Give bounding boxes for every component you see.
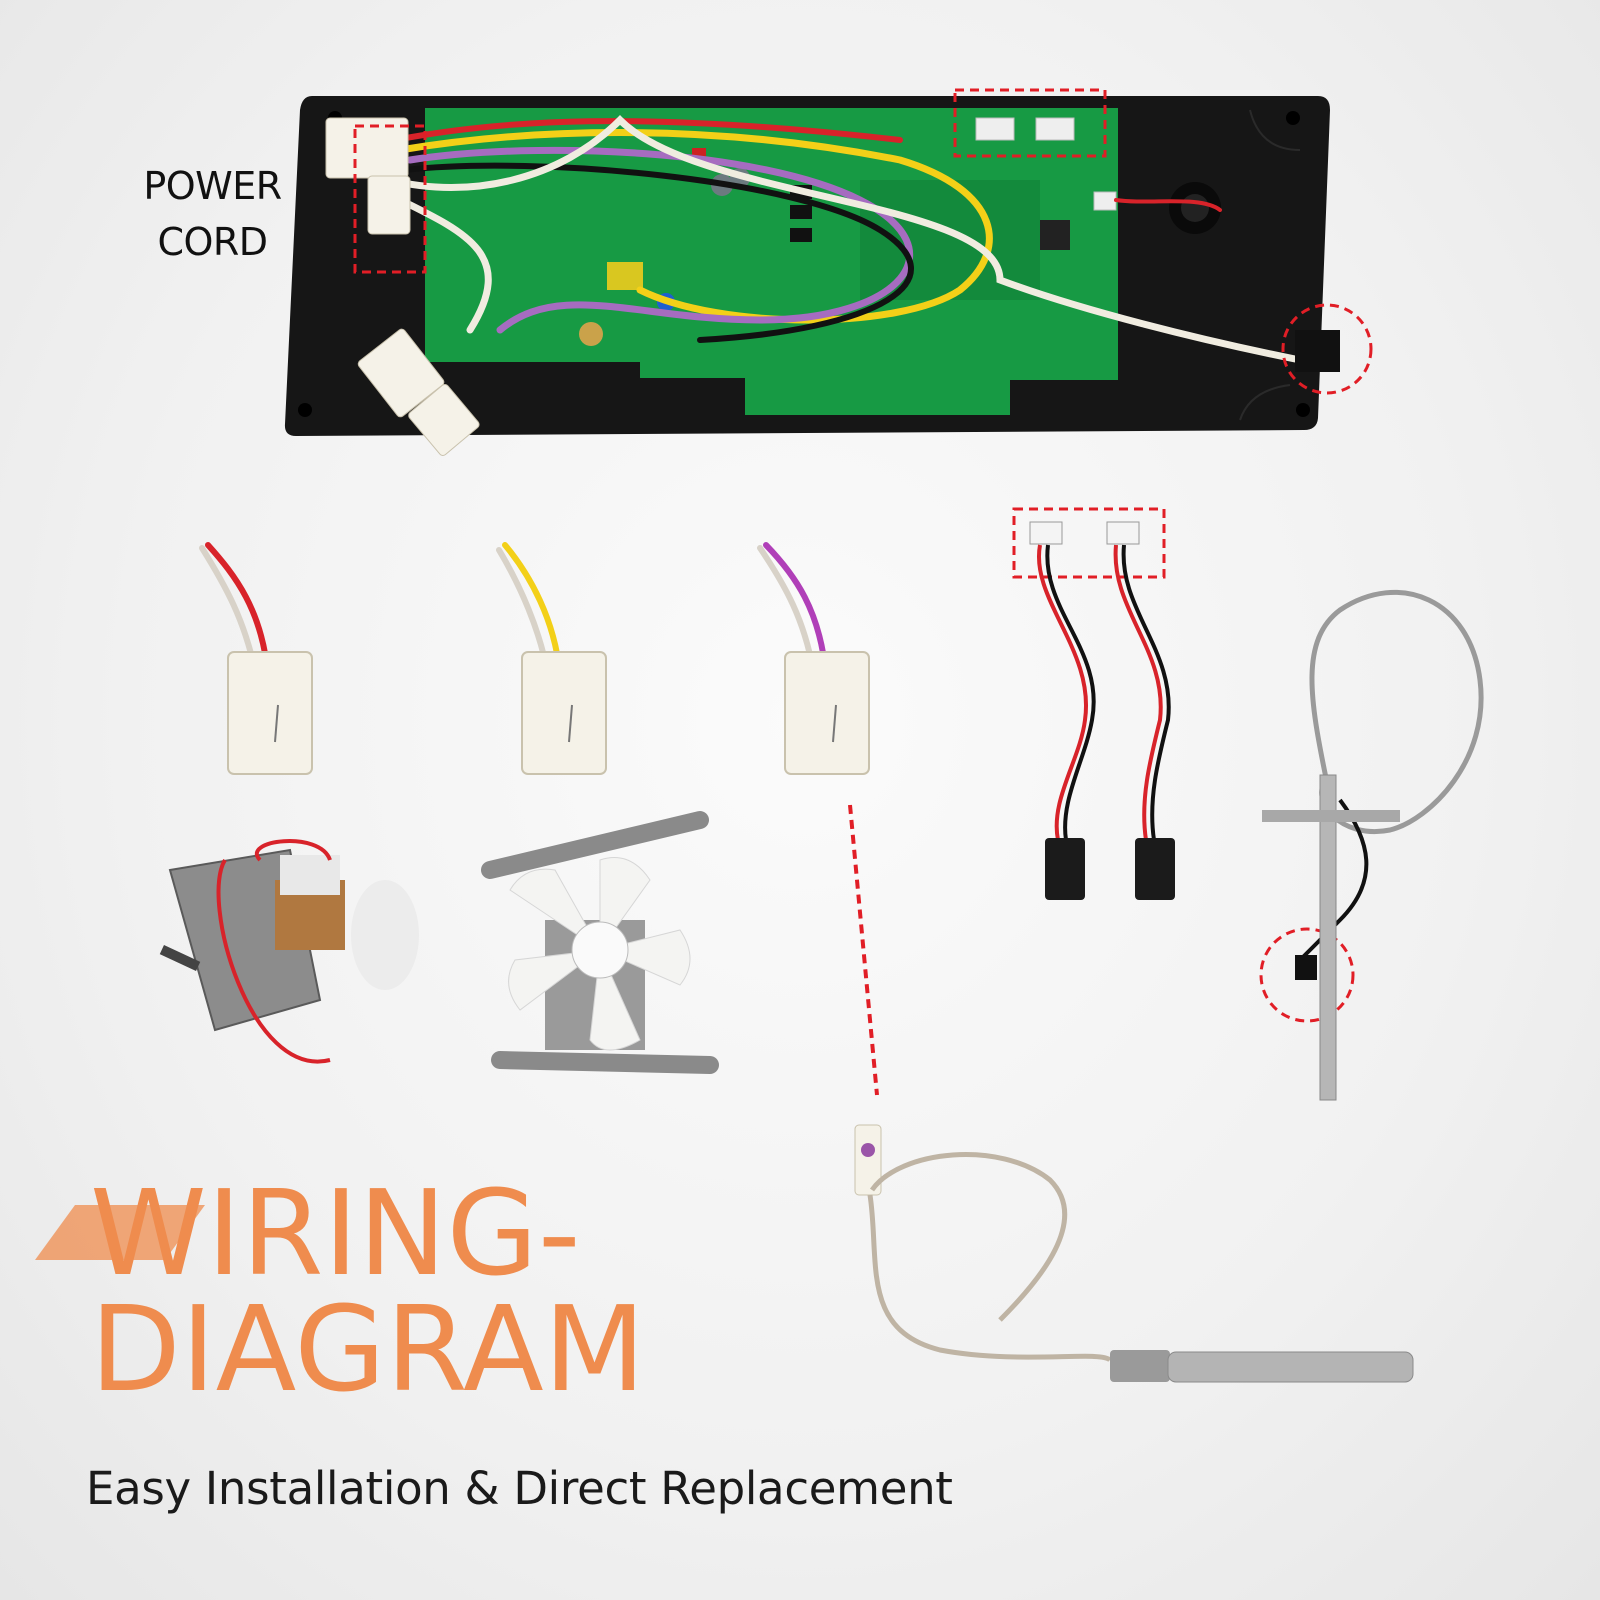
title-line1: WIRING- xyxy=(90,1164,581,1302)
thermocouple-connector-callout-box xyxy=(953,88,1107,158)
red-wire-connector xyxy=(227,651,313,775)
power-cord-label-line1: POWER xyxy=(143,164,282,208)
power-cord-label: POWER CORD xyxy=(140,158,285,270)
probe-connector-callout-circle xyxy=(1281,303,1373,395)
title-accent-shape xyxy=(35,1205,205,1260)
rtd-probe xyxy=(1262,589,1484,1101)
rtd-connector-callout-circle xyxy=(1259,927,1355,1023)
yellow-wire-connector xyxy=(521,651,607,775)
combustion-fan xyxy=(481,811,719,1074)
power-cord-callout-box xyxy=(353,124,427,274)
probe-jacks xyxy=(1029,521,1175,900)
control-board xyxy=(284,96,1340,456)
callout-markers xyxy=(353,88,1373,1096)
divider-dashed-line xyxy=(848,804,879,1096)
page-subtitle: Easy Installation & Direct Replacement xyxy=(86,1462,953,1515)
hot-rod-igniter xyxy=(854,1124,1414,1383)
purple-wire-connector xyxy=(784,651,870,775)
meat-probe-jack-callout-box xyxy=(1012,507,1166,579)
power-cord-label-line2: CORD xyxy=(157,220,268,264)
title-line2: DIAGRAM xyxy=(90,1280,646,1418)
page-title: WIRING- DIAGRAM xyxy=(90,1164,646,1418)
auger-motor xyxy=(159,839,419,1064)
